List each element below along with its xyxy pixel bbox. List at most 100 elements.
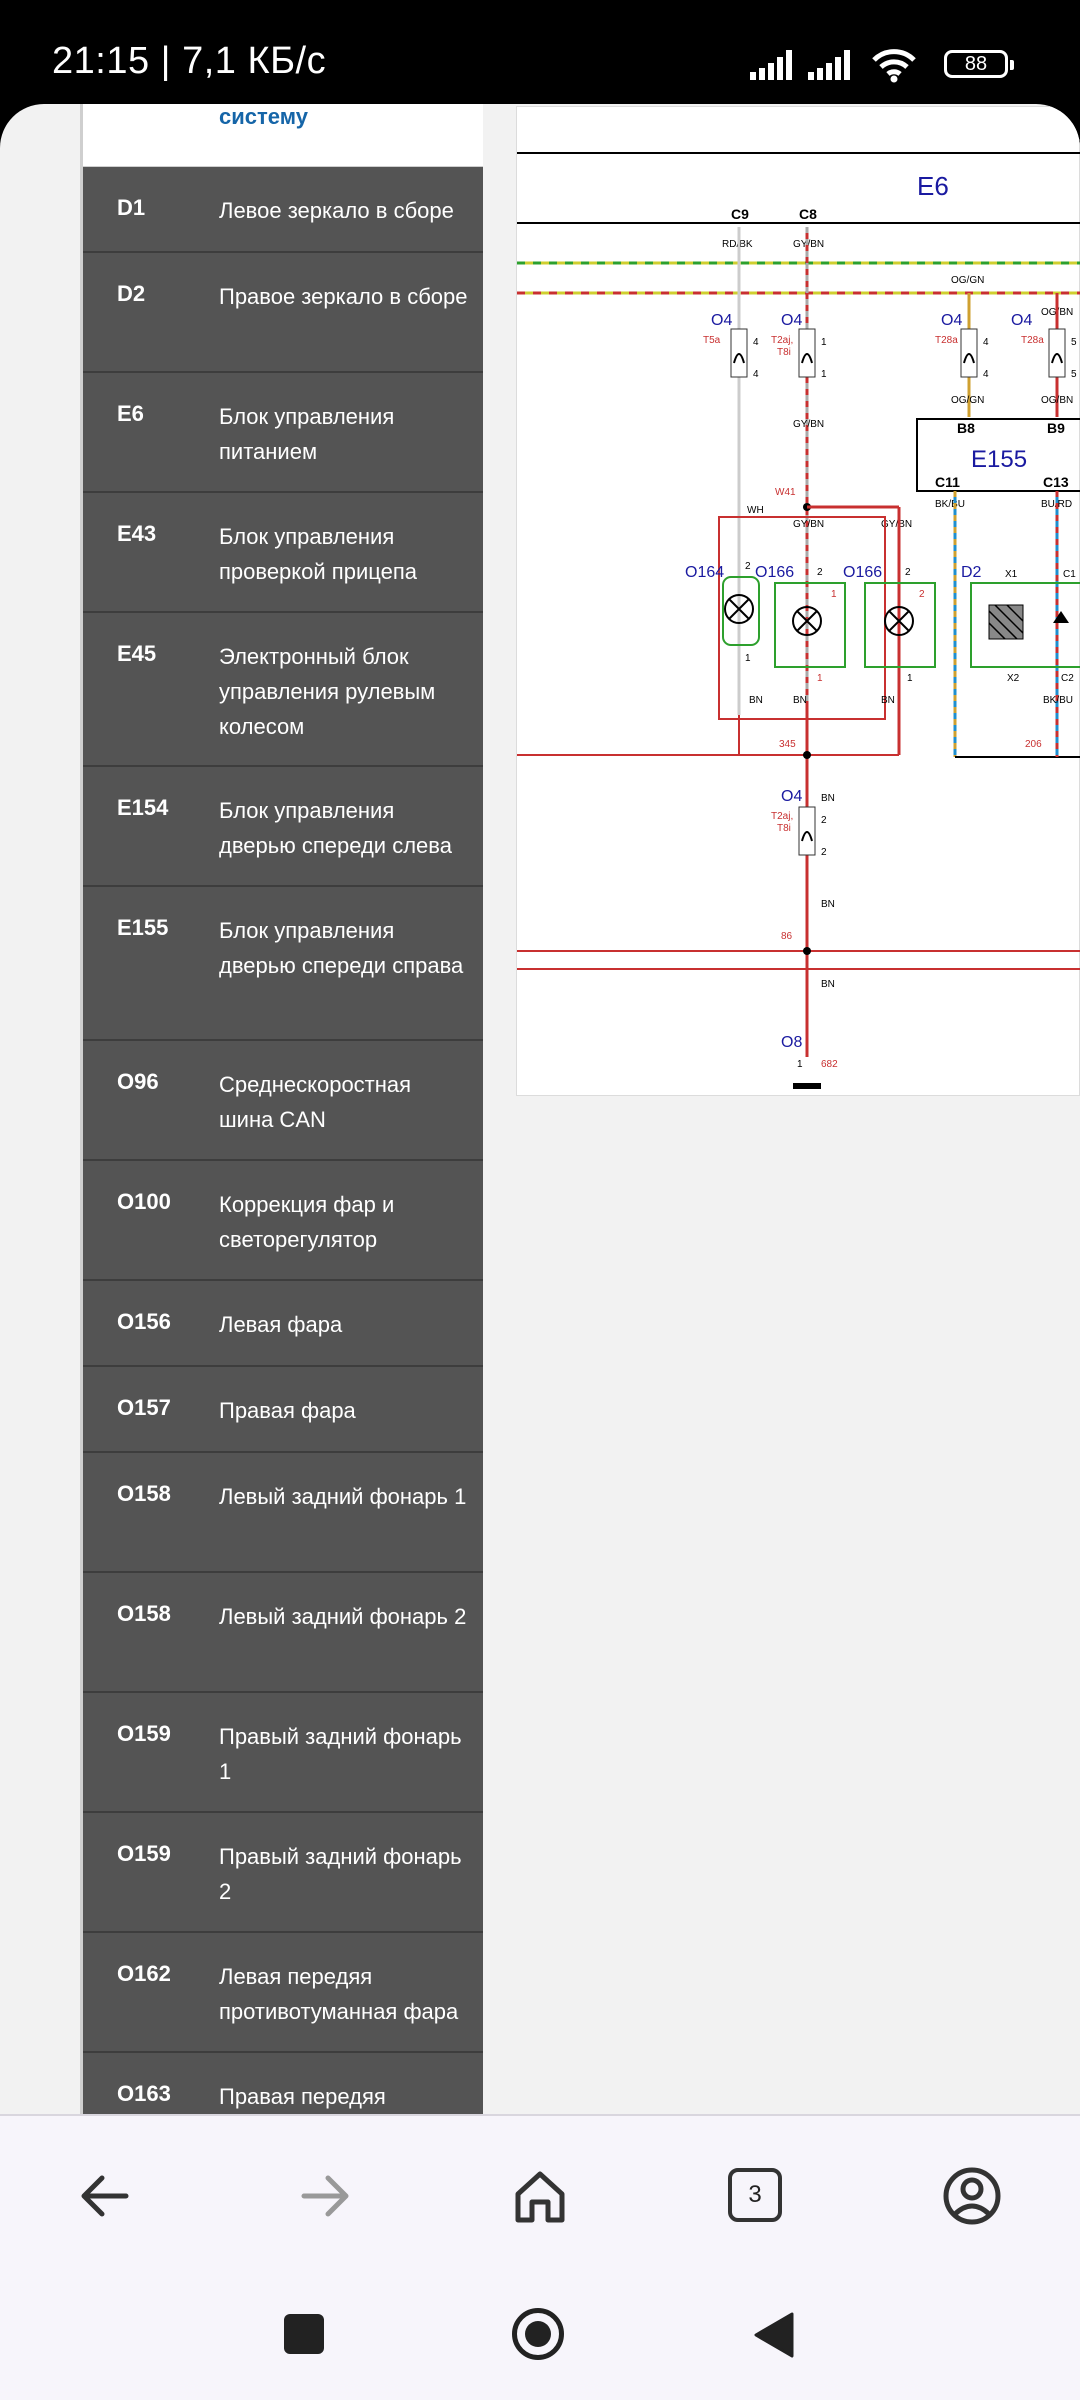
- signal-icon: [750, 50, 792, 80]
- svg-text:5: 5: [1071, 337, 1077, 348]
- svg-text:GY/BN: GY/BN: [881, 519, 912, 530]
- svg-text:T5a: T5a: [703, 335, 721, 346]
- component-code: O100: [117, 1189, 171, 1214]
- forward-button[interactable]: [288, 2160, 360, 2232]
- component-code: E6: [117, 401, 144, 426]
- component-code: O156: [117, 1309, 171, 1334]
- svg-text:682: 682: [821, 1059, 838, 1070]
- tabs-count: 3: [728, 2168, 782, 2222]
- legend-top-label: систему: [219, 104, 308, 129]
- component-description: Правая передяя: [219, 2084, 386, 2109]
- svg-text:OG/BN: OG/BN: [1041, 395, 1073, 406]
- svg-text:345: 345: [779, 739, 796, 750]
- svg-text:GY/BN: GY/BN: [793, 239, 824, 250]
- back-button[interactable]: [70, 2160, 142, 2232]
- recents-button[interactable]: [284, 2314, 324, 2354]
- component-description: Блок управления дверью спереди справа: [219, 918, 464, 978]
- battery-icon: 88: [944, 50, 1014, 78]
- svg-text:T28a: T28a: [1021, 335, 1044, 346]
- svg-text:X2: X2: [1007, 673, 1020, 684]
- profile-button[interactable]: [940, 2160, 1012, 2232]
- component-description: Блок управления проверкой прицепа: [219, 524, 417, 584]
- component-code: O159: [117, 1841, 171, 1866]
- component-description: Левая передяя противотуманная фара: [219, 1964, 459, 2024]
- svg-text:B9: B9: [1047, 420, 1065, 436]
- legend-row: O163 Правая передяя: [83, 2053, 483, 2114]
- svg-text:BK/BU: BK/BU: [935, 499, 965, 510]
- svg-text:C2: C2: [1061, 673, 1074, 684]
- svg-text:C11: C11: [935, 474, 960, 490]
- component-code: O159: [117, 1721, 171, 1746]
- home-system-button[interactable]: [512, 2308, 564, 2360]
- status-bar: 21:15 | 7,1 КБ/с 88: [0, 0, 1080, 104]
- system-navigation-bar: [0, 2274, 1080, 2400]
- svg-text:WH: WH: [747, 505, 764, 516]
- component-description: Левое зеркало в сборе: [219, 198, 454, 223]
- svg-text:O4: O4: [781, 312, 802, 329]
- svg-text:W41: W41: [775, 487, 796, 498]
- pin-c8: C8: [799, 206, 817, 222]
- home-button[interactable]: [504, 2160, 576, 2232]
- component-description: Электронный блок управления рулевым коле…: [219, 644, 436, 739]
- wiring-diagram[interactable]: E6 C9 C8 RD/BK GY/BN OG/GN OG/BN O4 T5a: [516, 106, 1080, 1096]
- svg-text:T2aj,: T2aj,: [771, 811, 793, 822]
- component-code: O163: [117, 2081, 171, 2106]
- svg-text:2: 2: [905, 567, 911, 578]
- component-code: E45: [117, 641, 157, 666]
- svg-text:X1: X1: [1005, 569, 1018, 580]
- svg-text:1: 1: [745, 653, 751, 664]
- account-icon: [943, 2167, 1001, 2225]
- svg-text:4: 4: [983, 337, 989, 348]
- component-description: Среднескоростная шина CAN: [219, 1072, 412, 1132]
- component-description: Левый задний фонарь 1: [219, 1484, 467, 1509]
- wiring-diagram-svg: E6 C9 C8 RD/BK GY/BN OG/GN OG/BN O4 T5a: [517, 152, 1080, 1089]
- svg-text:T2aj,: T2aj,: [771, 335, 793, 346]
- svg-text:1: 1: [907, 673, 913, 684]
- svg-text:O4: O4: [781, 788, 802, 805]
- component-description: Правый задний фонарь 2: [219, 1844, 462, 1904]
- svg-text:2: 2: [817, 567, 823, 578]
- svg-text:5: 5: [1071, 369, 1077, 380]
- status-icons: 88: [750, 46, 1020, 86]
- svg-text:O8: O8: [781, 1034, 802, 1051]
- legend-row: O156 Левая фара: [83, 1281, 483, 1367]
- svg-text:C13: C13: [1043, 474, 1069, 490]
- svg-text:O164: O164: [685, 564, 724, 581]
- component-description: Левая фара: [219, 1312, 343, 1337]
- svg-text:2: 2: [919, 589, 925, 600]
- svg-text:C1: C1: [1063, 569, 1076, 580]
- legend-row: O159 Правый задний фонарь 2: [83, 1813, 483, 1933]
- arrow-left-icon: [81, 2175, 129, 2217]
- svg-text:86: 86: [781, 931, 793, 942]
- ground-symbol: [793, 1083, 821, 1089]
- legend-row: E45 Электронный блок управления рулевым к…: [83, 613, 483, 767]
- component-code: O158: [117, 1601, 171, 1626]
- tabs-button[interactable]: 3: [728, 2160, 800, 2232]
- component-description: Правый задний фонарь 1: [219, 1724, 462, 1784]
- back-system-button[interactable]: [750, 2310, 796, 2360]
- svg-text:GY/BN: GY/BN: [793, 419, 824, 430]
- svg-text:T28a: T28a: [935, 335, 958, 346]
- signal-icon-2: [808, 50, 850, 80]
- svg-text:1: 1: [831, 589, 837, 600]
- svg-text:1: 1: [821, 337, 827, 348]
- home-icon: [515, 2171, 565, 2223]
- svg-text:BN: BN: [821, 979, 835, 990]
- svg-text:GY/BN: GY/BN: [793, 519, 824, 530]
- module-e155-label: E155: [971, 446, 1027, 473]
- svg-text:1: 1: [797, 1059, 803, 1070]
- svg-text:2: 2: [821, 815, 827, 826]
- svg-text:B8: B8: [957, 420, 975, 436]
- home-system-dot: [525, 2321, 551, 2347]
- status-time: 21:15 | 7,1 КБ/с: [52, 40, 327, 82]
- component-description: Правая фара: [219, 1398, 356, 1423]
- component-description: Левый задний фонарь 2: [219, 1604, 467, 1629]
- component-code: D2: [117, 281, 146, 306]
